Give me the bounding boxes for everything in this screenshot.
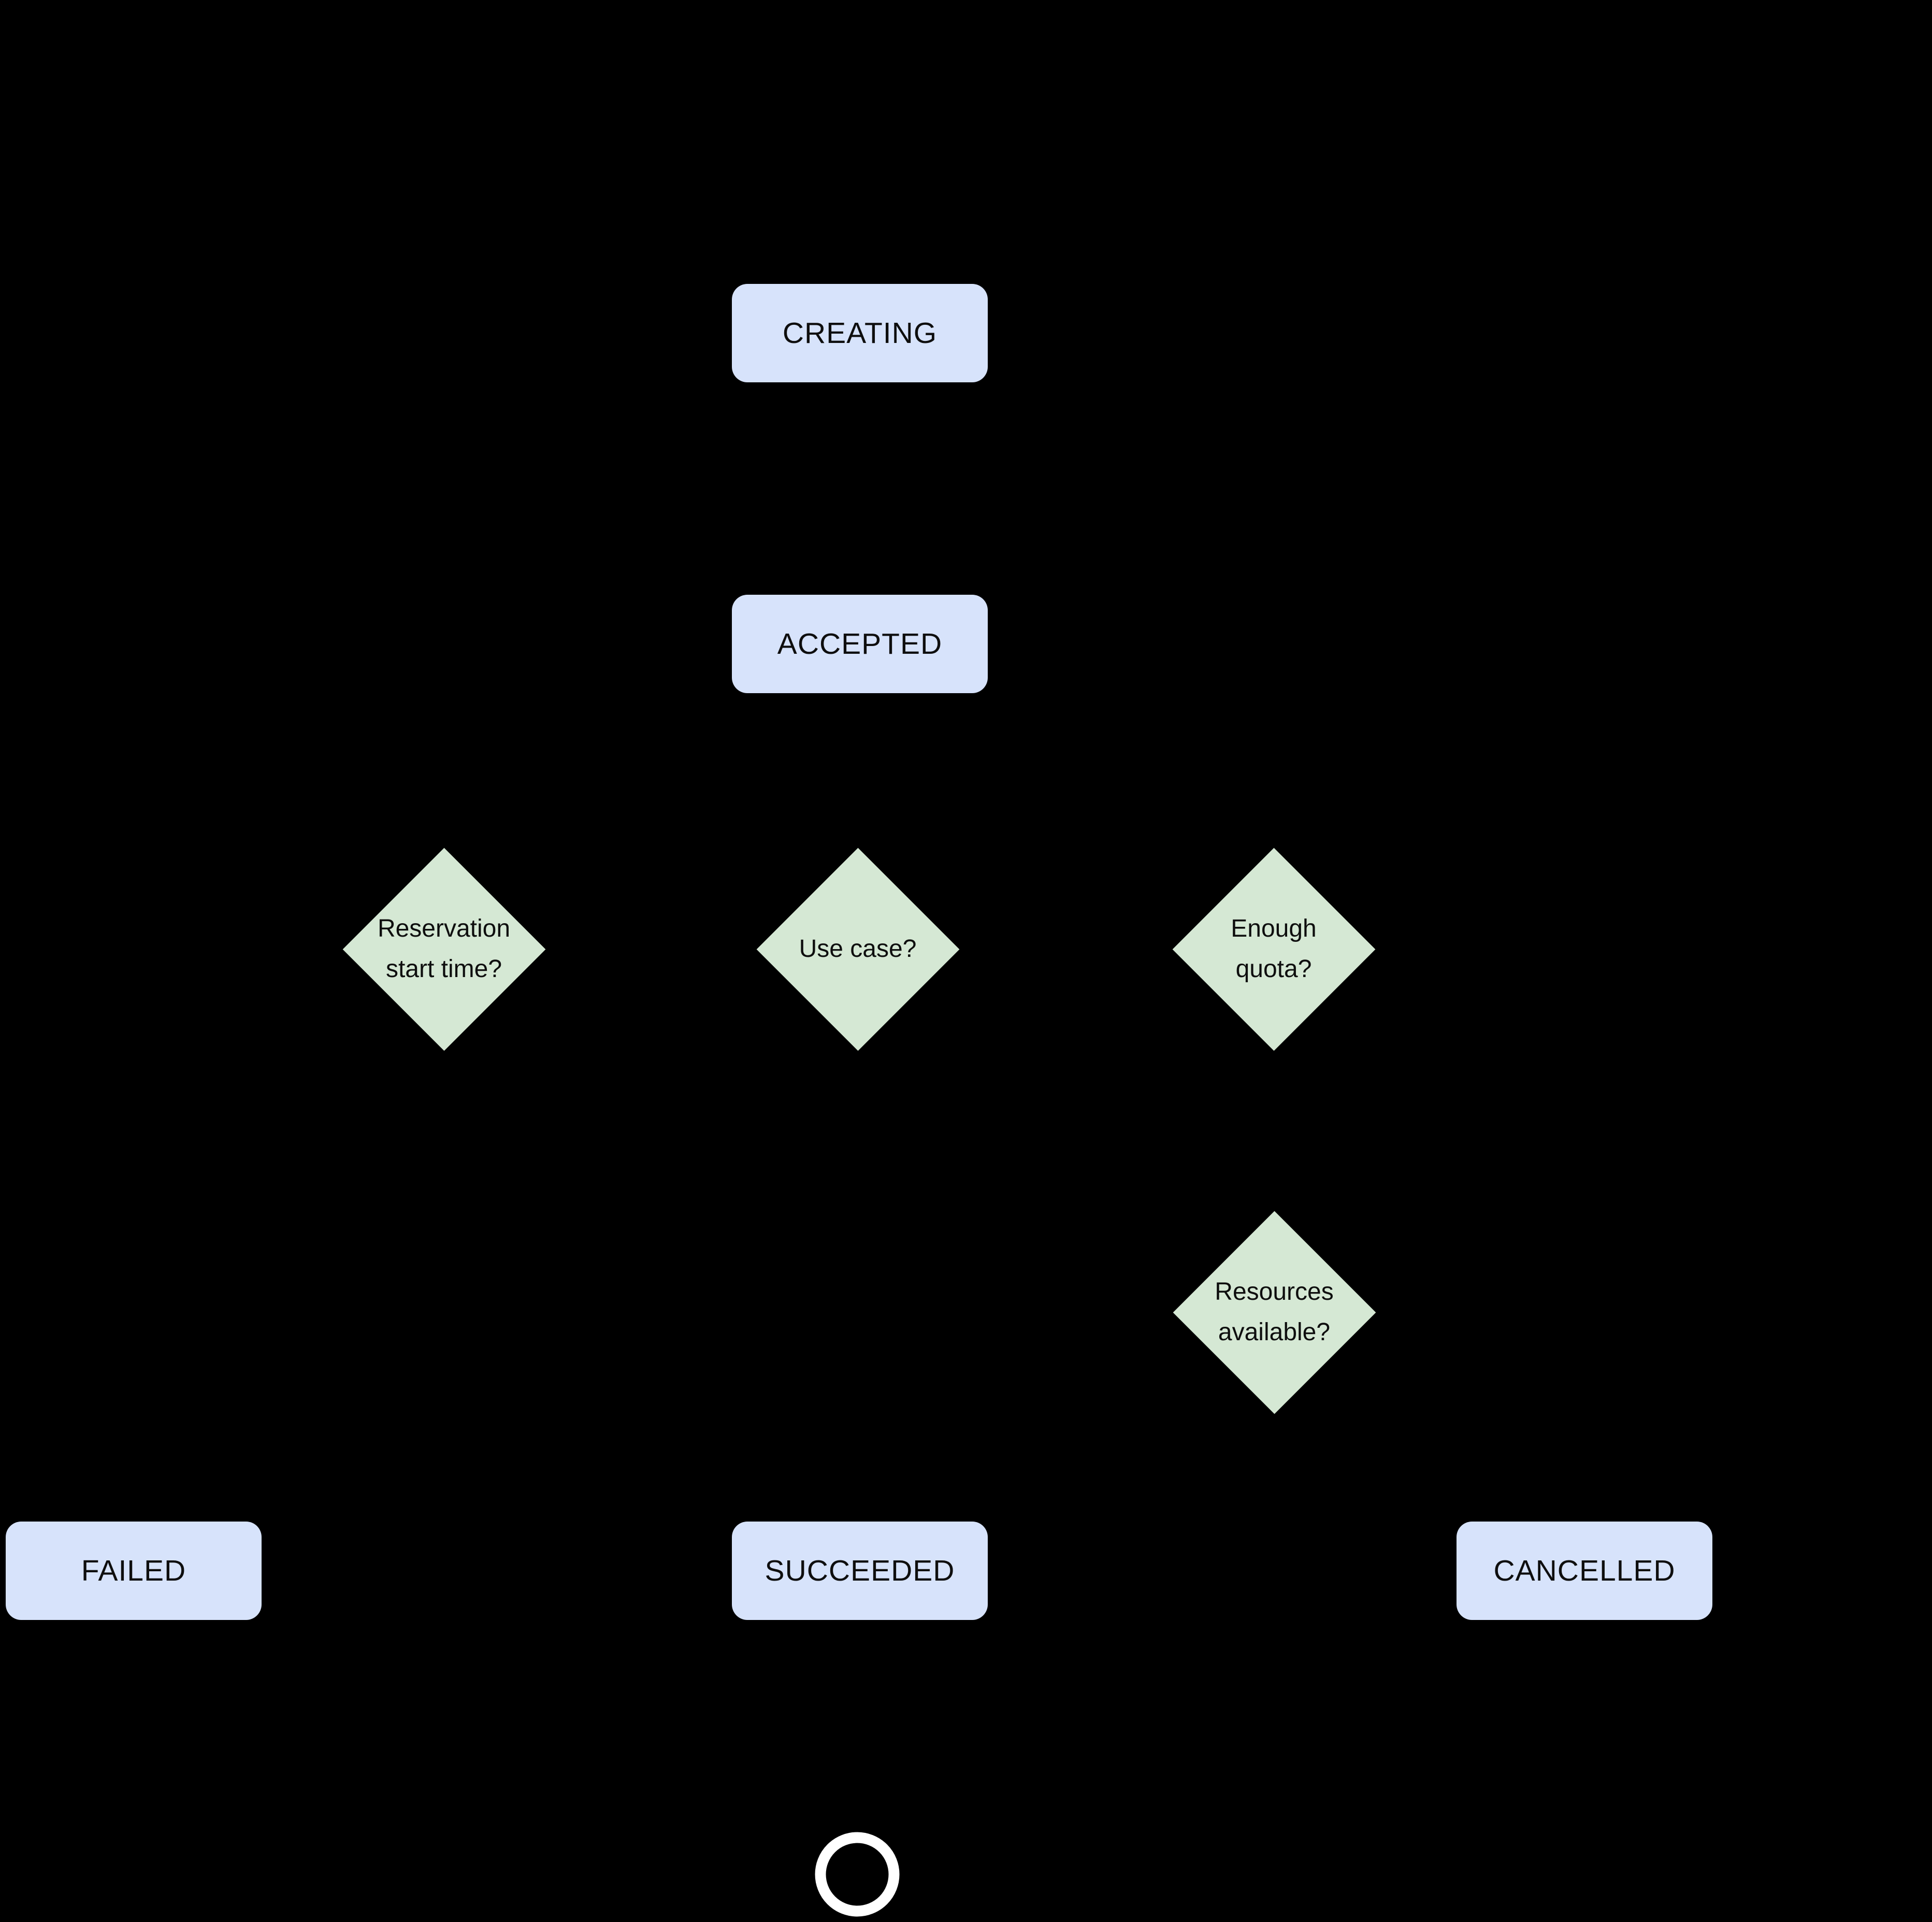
- decision-reservation-start-time: Reservation start time?: [342, 848, 546, 1051]
- state-succeeded: SUCCEEDED: [732, 1522, 988, 1620]
- decision-enough-quota: Enough quota?: [1172, 848, 1376, 1051]
- state-cancelled: CANCELLED: [1457, 1522, 1712, 1620]
- state-failed-label: FAILED: [81, 1554, 186, 1587]
- state-cancelled-label: CANCELLED: [1493, 1554, 1676, 1587]
- decision-use-case: Use case?: [756, 848, 960, 1051]
- decision-line: Use case?: [799, 935, 917, 963]
- state-failed: FAILED: [6, 1522, 262, 1620]
- end-state-circle-icon: [815, 1832, 900, 1917]
- state-accepted: ACCEPTED: [732, 595, 988, 693]
- state-succeeded-label: SUCCEEDED: [765, 1554, 955, 1587]
- decision-line: Resources: [1215, 1278, 1334, 1306]
- state-creating-label: CREATING: [782, 317, 938, 350]
- state-creating: CREATING: [732, 284, 988, 382]
- decision-enough-quota-label: Enough quota?: [1172, 848, 1375, 1051]
- decision-line: available?: [1218, 1318, 1331, 1346]
- decision-line: Enough: [1231, 915, 1317, 942]
- decision-line: quota?: [1235, 955, 1312, 983]
- end-state-ring: [815, 1832, 900, 1917]
- decision-reservation-start-time-label: Reservation start time?: [342, 848, 545, 1051]
- decision-use-case-label: Use case?: [756, 848, 959, 1051]
- decision-resources-available: Resources available?: [1173, 1211, 1376, 1414]
- state-accepted-label: ACCEPTED: [777, 627, 943, 661]
- decision-line: Reservation: [377, 915, 511, 942]
- decision-line: start time?: [385, 955, 502, 983]
- decision-resources-available-label: Resources available?: [1173, 1211, 1376, 1414]
